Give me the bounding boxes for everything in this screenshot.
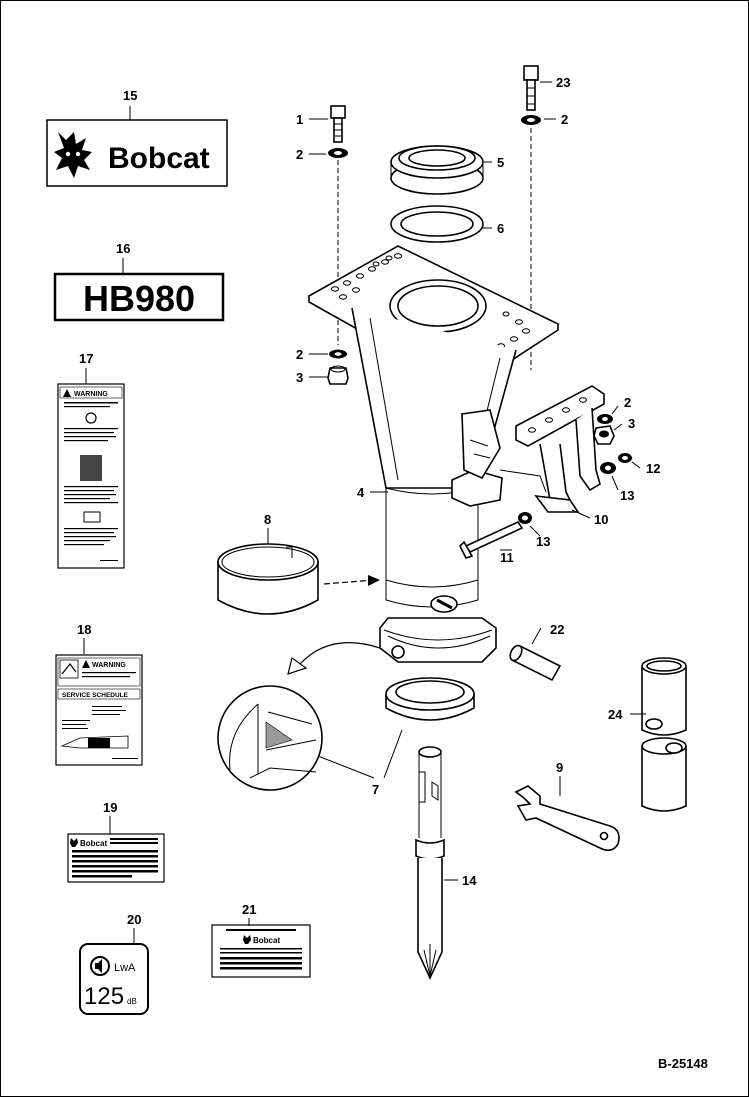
- decal-warning-tall: WARNING: [57, 383, 125, 569]
- decal-bobcat-label: Bobcat: [67, 833, 165, 883]
- bobcat-head-icon-small: [70, 838, 78, 847]
- callout-13-a: 13: [620, 488, 634, 503]
- leader-lines: [83, 81, 646, 944]
- callout-2-d: 2: [624, 395, 631, 410]
- callout-20: 20: [127, 912, 141, 927]
- callout-16: 16: [116, 241, 130, 256]
- callout-9: 9: [556, 760, 563, 775]
- callout-14: 14: [462, 873, 477, 888]
- washer-part-13-lower: [518, 512, 532, 524]
- callout-8: 8: [264, 512, 271, 527]
- callout-10: 10: [594, 512, 608, 527]
- chisel-part-14: [415, 746, 445, 980]
- callout-15: 15: [123, 88, 137, 103]
- bolt-part-23: [523, 65, 539, 111]
- ring-part-6: [390, 205, 484, 243]
- warning-header-text: WARNING: [74, 391, 108, 398]
- speaker-icon: [90, 956, 110, 976]
- housing-part-4: [307, 245, 560, 663]
- noise-value-text: 125: [84, 983, 124, 1010]
- callout-2-b: 2: [296, 347, 303, 362]
- bobcat-head-icon: [54, 132, 92, 178]
- nut-part-3-bracket: [593, 425, 615, 445]
- callout-17: 17: [79, 351, 93, 366]
- bobcat-label-logo: Bobcat: [80, 839, 107, 848]
- callout-21: 21: [242, 902, 256, 917]
- callout-13-b: 13: [536, 534, 550, 549]
- nut-part-12: [618, 453, 632, 463]
- washer-part-2-right: [521, 115, 541, 125]
- callout-12: 12: [646, 461, 660, 476]
- bushing-part-7: [385, 677, 475, 721]
- bracket-part-10: [515, 385, 605, 513]
- callout-4: 4: [357, 485, 365, 500]
- callout-1: 1: [296, 112, 303, 127]
- callout-labels: 1 2 2 3 23 2 5 6 4 8 2 3 12 13 10 13 11 …: [77, 75, 660, 927]
- warning-triangle-icon: [82, 660, 90, 668]
- nut-part-3: [327, 365, 349, 385]
- sleeve-part-24-lower: [641, 737, 687, 812]
- noise-unit-text: LwA: [114, 962, 136, 974]
- model-text: HB980: [83, 278, 195, 319]
- pin-part-22: [509, 644, 562, 682]
- bobcat-head-icon-small-2: [243, 935, 251, 944]
- decal-service-schedule: WARNING SERVICE SCHEDULE: [55, 654, 143, 766]
- bushing-part-5: [390, 145, 484, 195]
- callout-7: 7: [372, 782, 379, 797]
- callout-22: 22: [550, 622, 564, 637]
- callout-6: 6: [497, 221, 504, 236]
- callout-3-a: 3: [296, 370, 303, 385]
- warning-header-text-small: WARNING: [92, 662, 126, 669]
- bobcat-label-2-logo: Bobcat: [253, 936, 280, 945]
- detail-pointer-arrow: [287, 642, 381, 675]
- warning-triangle-icon: [63, 389, 71, 397]
- callout-2-a: 2: [296, 147, 303, 162]
- callout-5: 5: [497, 155, 504, 170]
- bobcat-logo-text: Bobcat: [108, 142, 210, 175]
- sleeve-part-24-upper: [641, 657, 687, 736]
- decal-bobcat-label-2: Bobcat: [211, 924, 311, 978]
- decal-noise-level: LwA 125 dB: [79, 943, 149, 1015]
- callout-2-c: 2: [561, 112, 568, 127]
- assembly-arrow-sleeve: [323, 575, 380, 586]
- detail-view-bushing: [217, 685, 323, 791]
- washer-part-2-top: [328, 148, 348, 158]
- service-schedule-text: SERVICE SCHEDULE: [62, 692, 129, 699]
- callout-23: 23: [556, 75, 570, 90]
- callout-19: 19: [103, 800, 117, 815]
- callout-18: 18: [77, 622, 91, 637]
- bolt-part-1: [330, 105, 346, 143]
- washer-part-13-upper: [600, 462, 616, 474]
- bolt-part-11: [459, 520, 524, 559]
- sleeve-part-8: [217, 543, 319, 615]
- figure-id: B-25148: [658, 1056, 708, 1071]
- decal-bobcat-logo: Bobcat: [46, 119, 228, 187]
- washer-part-2-lower: [329, 349, 347, 359]
- callout-24: 24: [608, 707, 623, 722]
- callout-11: 11: [500, 550, 514, 565]
- noise-db-text: dB: [127, 997, 137, 1006]
- wrench-part-9: [514, 785, 620, 852]
- decal-model: HB980: [53, 272, 225, 322]
- washer-part-2-bracket: [597, 414, 613, 424]
- callout-3-b: 3: [628, 416, 635, 431]
